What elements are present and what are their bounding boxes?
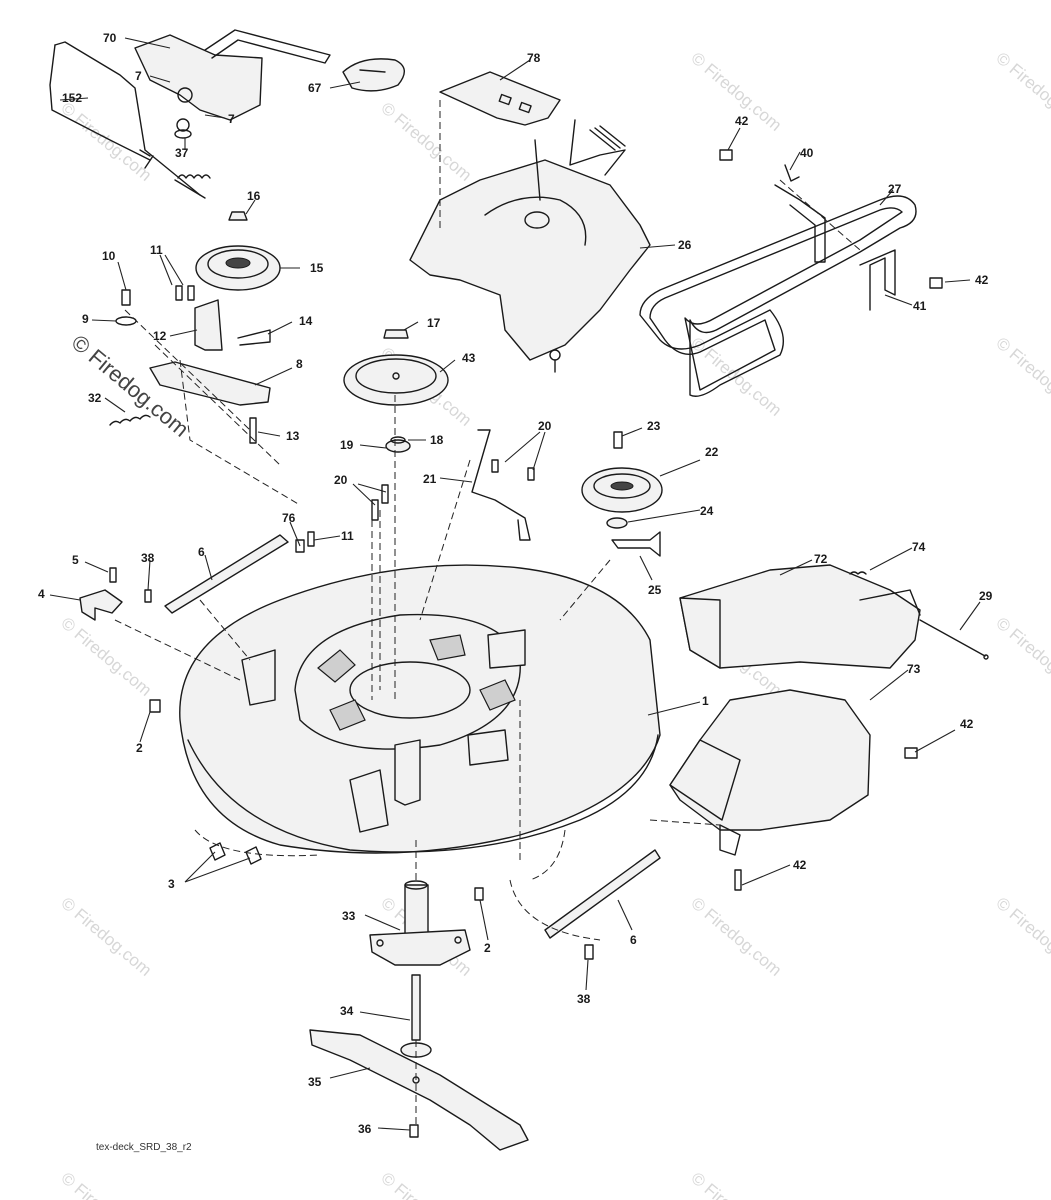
blade-spindle-housing [369,880,471,966]
discharge-chute-lower [669,689,871,856]
callout-152: 152 [62,91,82,105]
callout-42: 42 [793,858,807,872]
callout-29: 29 [979,589,993,603]
idler-arm-assembly [109,211,281,444]
watermark: © Firedog.com [992,49,1051,135]
watermark: © Firedog.com [57,894,155,980]
callout-7: 7 [135,69,142,83]
callout-37: 37 [175,146,189,160]
callout-38: 38 [141,551,155,565]
leader-lines [49,37,981,1131]
callout-20: 20 [334,473,348,487]
callout-5: 5 [72,553,79,567]
callout-25: 25 [648,583,662,597]
diagram-reference-code: tex-deck_SRD_38_r2 [96,1142,192,1153]
callout-17: 17 [427,316,441,330]
watermark: © Firedog.com [377,1169,475,1200]
callout-41: 41 [913,299,927,313]
callout-6: 6 [630,933,637,947]
callout-36: 36 [358,1122,372,1136]
watermark: © Firedog.com [992,614,1051,700]
mower-deck [179,564,661,854]
callout-12: 12 [153,329,167,343]
callout-72: 72 [814,552,828,566]
callout-10: 10 [102,249,116,263]
callout-32: 32 [88,391,102,405]
callout-14: 14 [299,314,313,328]
discharge-chute-upper [679,564,921,669]
callout-73: 73 [907,662,921,676]
callout-35: 35 [308,1075,322,1089]
callout-33: 33 [342,909,356,923]
callout-2: 2 [484,941,491,955]
gauge-wheel-bracket [79,589,123,621]
watermark: © Firedog.com [57,614,155,700]
watermark: © Firedog.com [992,894,1051,980]
callout-22: 22 [705,445,719,459]
callout-42: 42 [960,717,974,731]
callout-8: 8 [296,357,303,371]
callout-34: 34 [340,1004,354,1018]
hardware-fasteners [109,149,943,1138]
stabilizer-rod [164,534,661,939]
callout-40: 40 [800,146,814,160]
callout-26: 26 [678,238,692,252]
callout-1: 1 [702,694,709,708]
callout-11: 11 [341,529,354,543]
callout-3: 3 [168,877,175,891]
chute-rod [849,571,989,660]
callout-11: 11 [150,243,163,257]
callout-67: 67 [308,81,322,95]
callout-13: 13 [286,429,300,443]
callout-7: 7 [228,112,235,126]
deck-cover [409,71,651,373]
callout-74: 74 [912,540,926,554]
idler-pulley [581,431,663,557]
watermark: © Firedog.com [992,334,1051,420]
watermark: © Firedog.com [687,894,785,980]
engagement-lever-assembly [49,29,331,199]
callout-43: 43 [462,351,476,365]
watermark: © Firedog.com [57,99,155,185]
callout-2: 2 [136,741,143,755]
watermark: © Firedog.com [57,1169,155,1200]
assembly-lines [114,100,861,1125]
callout-4: 4 [38,587,45,601]
callout-78: 78 [527,51,541,65]
callout-9: 9 [82,312,89,326]
belt-keeper-bracket [471,429,535,541]
callout-70: 70 [103,31,117,45]
callout-23: 23 [647,419,661,433]
callout-42: 42 [975,273,989,287]
belt-guide-bracket [774,164,896,311]
watermark: © Firedog.com [687,1169,785,1200]
callout-19: 19 [340,438,354,452]
callout-24: 24 [700,504,714,518]
callout-38: 38 [577,992,591,1006]
callout-16: 16 [247,189,261,203]
callout-15: 15 [310,261,324,275]
callout-20: 20 [538,419,552,433]
callout-6: 6 [198,545,205,559]
callout-42: 42 [735,114,749,128]
callout-numbers: 70 7 7 152 37 67 78 42 40 27 42 41 26 16… [38,31,993,1136]
blade-pulley [343,329,449,453]
callout-27: 27 [888,182,902,196]
callout-76: 76 [282,511,296,525]
callout-18: 18 [430,433,444,447]
knob [342,58,405,92]
watermark: © Firedog.com [377,99,475,185]
callout-21: 21 [423,472,437,486]
drive-belt [639,195,917,397]
